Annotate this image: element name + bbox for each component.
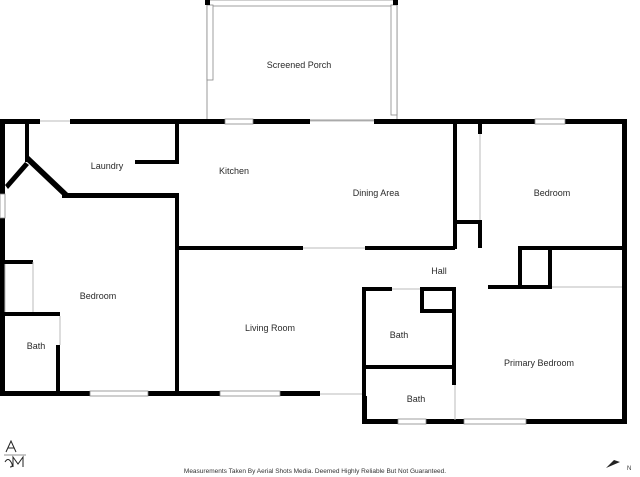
- label-bath-center-top: Bath: [390, 330, 409, 340]
- label-kitchen: Kitchen: [219, 166, 249, 176]
- label-living-room: Living Room: [245, 323, 295, 333]
- interior-walls: [5, 124, 622, 397]
- label-primary-bedroom: Primary Bedroom: [504, 358, 574, 368]
- openings: [4, 120, 622, 420]
- label-screened-porch: Screened Porch: [267, 60, 332, 70]
- footer-disclaimer: Measurements Taken By Aerial Shots Media…: [183, 468, 447, 475]
- label-bath-center-bottom: Bath: [407, 394, 426, 404]
- windows: [0, 118, 566, 425]
- company-logo: [4, 440, 26, 468]
- label-bath-left: Bath: [27, 341, 46, 351]
- compass-label: N: [627, 466, 631, 472]
- outer-walls: [0, 119, 627, 424]
- label-laundry: Laundry: [91, 161, 124, 171]
- label-bedroom-right: Bedroom: [534, 188, 571, 198]
- label-hall: Hall: [431, 266, 447, 276]
- label-dining-area: Dining Area: [353, 188, 400, 198]
- north-arrow-icon: N: [606, 460, 631, 472]
- room-labels: Screened Porch Laundry Kitchen Dining Ar…: [27, 60, 574, 404]
- label-bedroom-left: Bedroom: [80, 291, 117, 301]
